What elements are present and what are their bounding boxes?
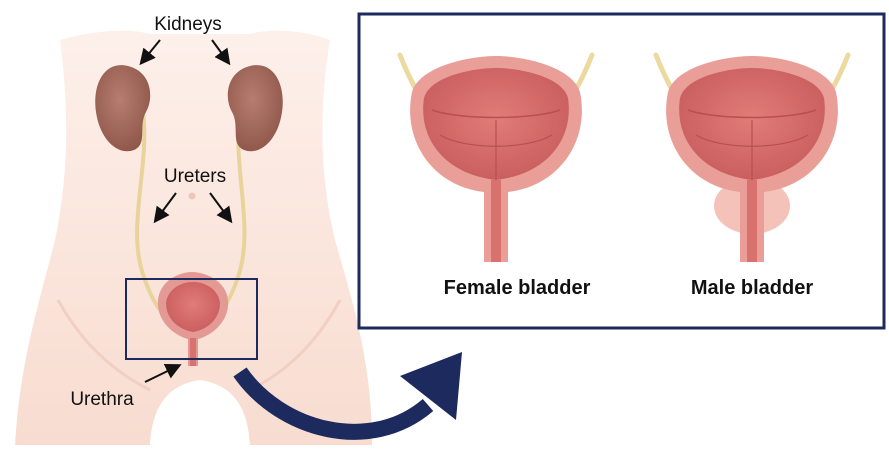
navel <box>189 193 196 200</box>
urethra-label: Urethra <box>70 389 134 410</box>
ureters-label: Ureters <box>164 166 226 187</box>
torso-silhouette <box>15 31 372 445</box>
male-bladder-label: Male bladder <box>691 277 813 299</box>
kidneys-label: Kidneys <box>154 14 222 35</box>
female-bladder-label: Female bladder <box>444 277 591 299</box>
